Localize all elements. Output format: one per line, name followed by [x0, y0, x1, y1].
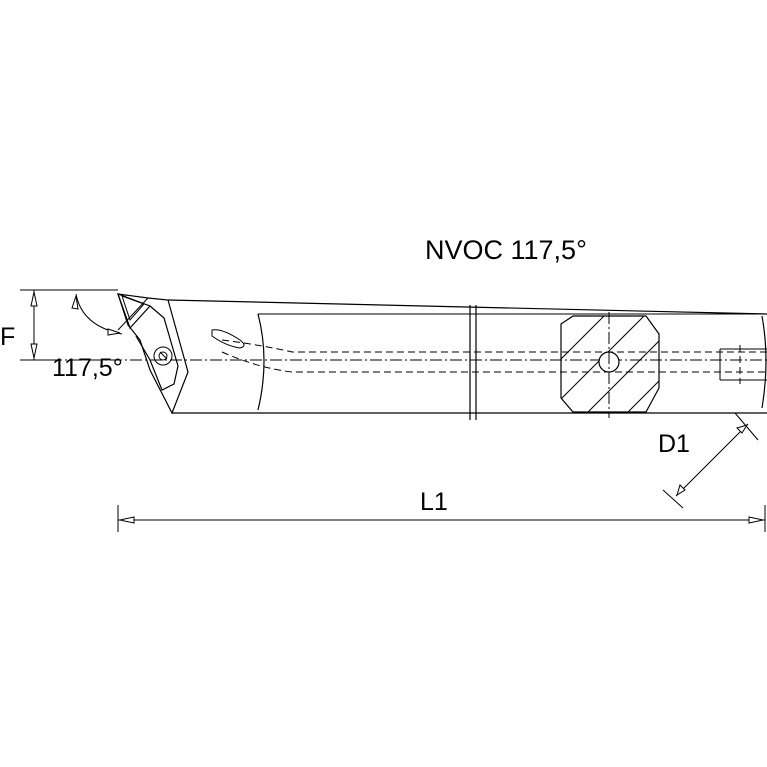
angle-dimension: 117,5° [52, 293, 149, 382]
clamping-section [560, 312, 660, 418]
l1-label: L1 [420, 488, 448, 516]
f-dimension: F [0, 289, 118, 361]
d1-dimension: D1 [658, 412, 759, 509]
coolant-channel [211, 329, 767, 373]
d1-label: D1 [658, 430, 690, 458]
shank-outline [167, 299, 767, 414]
title-label: NVOC 117,5° [425, 235, 587, 265]
angle-label: 117,5° [52, 354, 123, 382]
f-label: F [0, 323, 15, 351]
tool-head [117, 292, 189, 415]
break-lines [469, 305, 477, 420]
l1-dimension: L1 [117, 488, 766, 532]
insert-screw [153, 346, 173, 366]
coolant-connector [719, 345, 767, 384]
